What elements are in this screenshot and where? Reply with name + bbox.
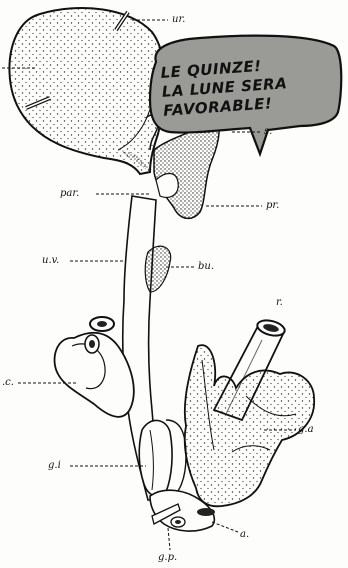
- label-r: r.: [276, 298, 283, 308]
- label-gi: g.i: [48, 461, 61, 471]
- prostate-shape: [154, 120, 219, 218]
- label-par: par.: [60, 189, 79, 199]
- label-ur: ur.: [172, 15, 185, 25]
- label-gp: g.p.: [158, 553, 177, 563]
- label-c: .c.: [2, 378, 14, 388]
- label-a: a.: [240, 530, 249, 540]
- bladder-shape: [9, 8, 164, 174]
- label-ga: g.a: [298, 425, 314, 435]
- inferior-gland: [139, 420, 172, 496]
- bulbourethral-gland: [145, 246, 170, 292]
- label-bu: bu.: [198, 262, 214, 272]
- label-s: s.: [264, 127, 272, 137]
- label-pr: pr.: [266, 201, 279, 211]
- label-uv: u.v.: [42, 256, 59, 266]
